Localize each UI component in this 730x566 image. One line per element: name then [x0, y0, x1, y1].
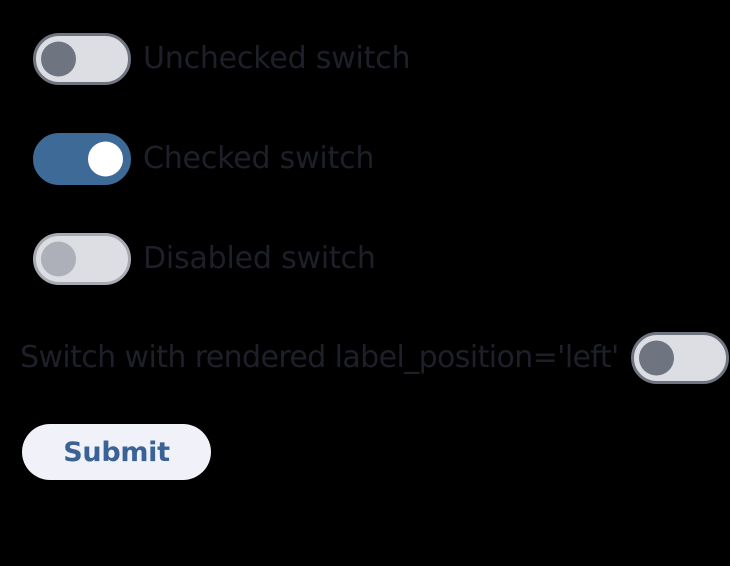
disabled-switch-label: Disabled switch: [143, 241, 376, 276]
switch-row-disabled: Disabled switch: [33, 233, 376, 285]
checked-switch[interactable]: [33, 133, 131, 185]
unchecked-switch-label: Unchecked switch: [143, 41, 411, 76]
unchecked-switch[interactable]: [33, 33, 131, 85]
switch-thumb-icon: [41, 241, 76, 277]
submit-button[interactable]: Submit: [22, 424, 211, 480]
checked-switch-label: Checked switch: [143, 141, 375, 176]
left-label-switch-label: Switch with rendered label_position='lef…: [20, 340, 619, 375]
disabled-switch: [33, 233, 131, 285]
left-label-switch[interactable]: [630, 332, 729, 384]
switch-thumb-icon: [88, 141, 123, 177]
switch-row-checked: Checked switch: [33, 133, 374, 185]
switch-thumb-icon: [41, 41, 76, 77]
switch-row-left-label: Switch with rendered label_position='lef…: [20, 332, 729, 384]
switch-thumb-icon: [638, 340, 674, 376]
switch-row-unchecked: Unchecked switch: [33, 33, 411, 85]
